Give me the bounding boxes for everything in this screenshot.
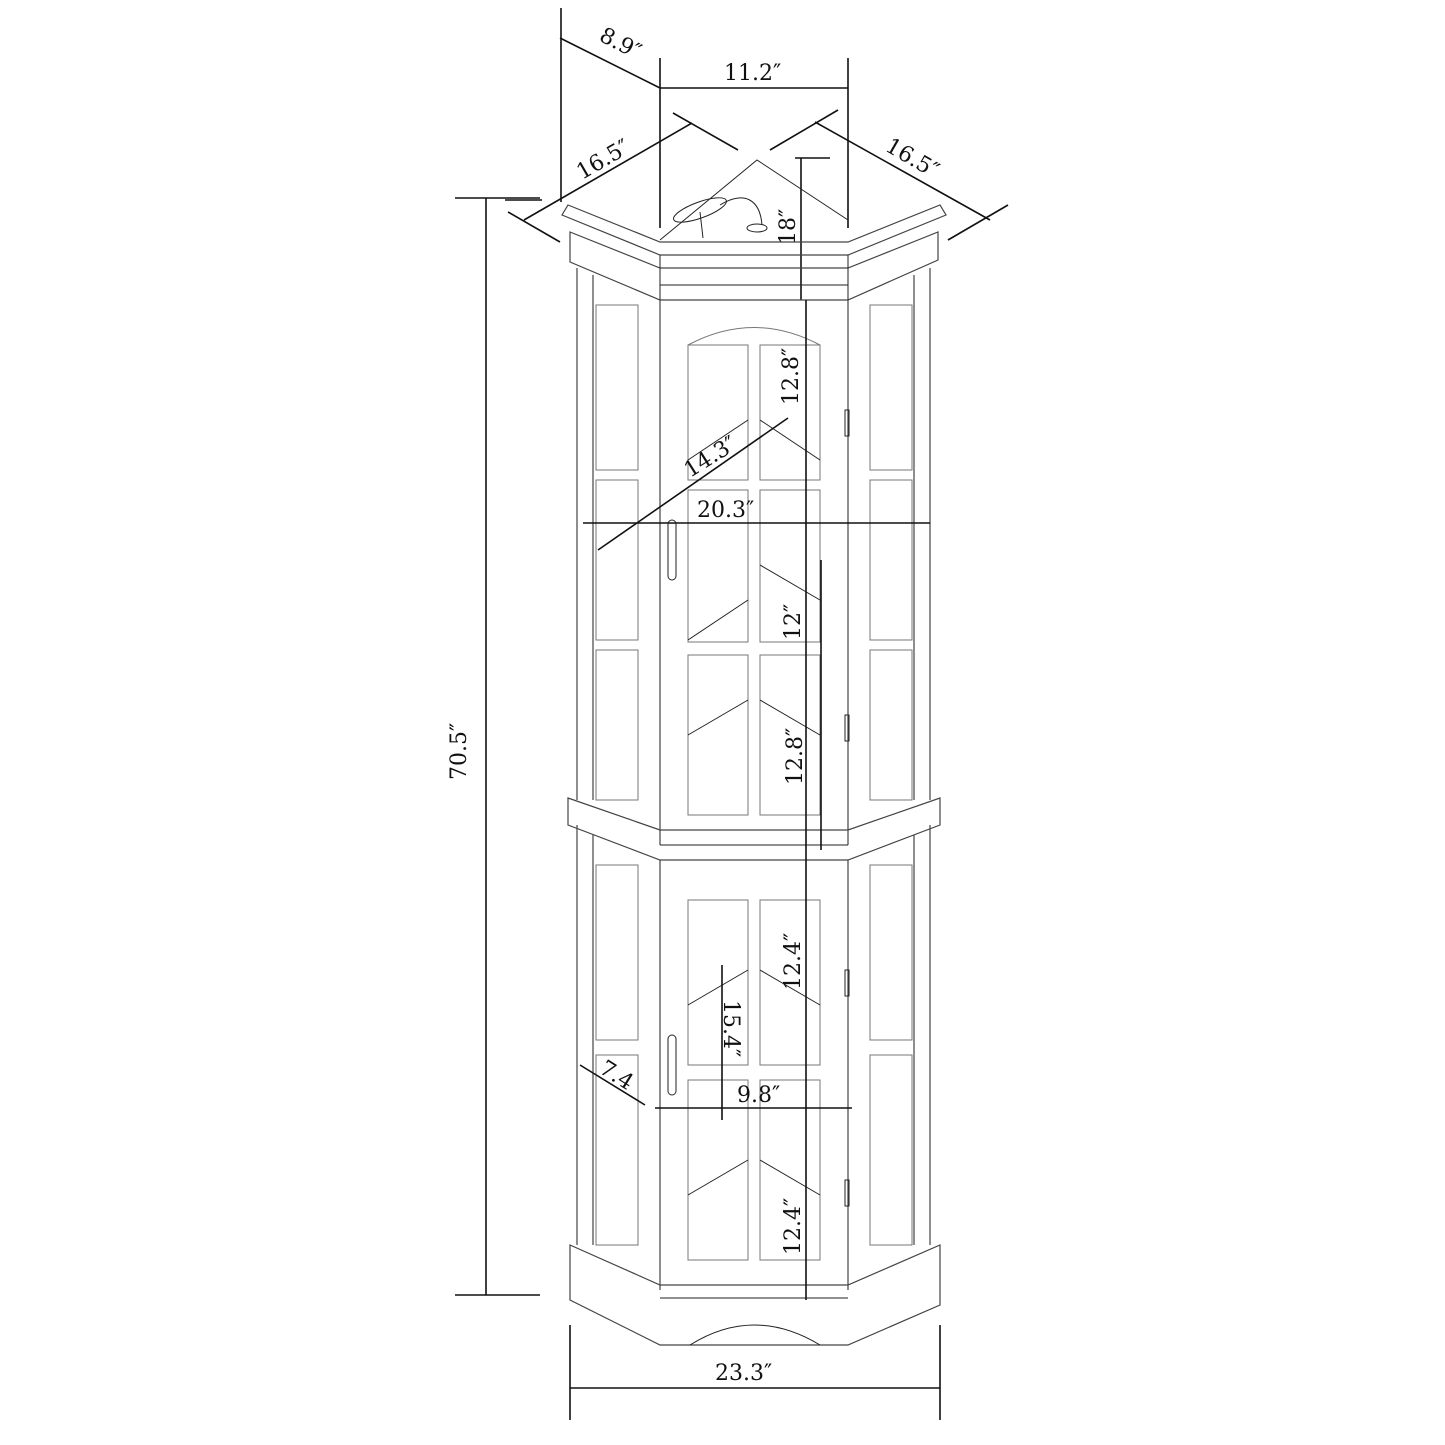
dim-lower-top-shelf-height: 12.4″ — [781, 933, 806, 990]
dim-lower-bottom-shelf-height: 12.4″ — [781, 1198, 806, 1255]
dim-lower-door-height: 15.4″ — [718, 1000, 743, 1057]
dim-upper-bottom-shelf-height: 12.8″ — [783, 728, 808, 785]
dim-base-width: 23.3″ — [715, 1361, 772, 1386]
dim-upper-middle-shelf-height: 12″ — [781, 604, 806, 640]
dim-top-left-side: 16.5″ — [573, 135, 635, 185]
dim-side-panel-width: 7.4 — [595, 1056, 638, 1096]
cabinet-top-crown — [561, 159, 947, 301]
dimension-lines — [455, 197, 941, 1420]
dim-total-height: 70.5″ — [447, 723, 472, 780]
cabinet-base — [569, 1244, 941, 1346]
dim-lower-door-width: 9.8″ — [737, 1083, 780, 1108]
dim-top-front-width: 11.2″ — [724, 61, 781, 86]
cabinet-upper-section — [576, 268, 931, 845]
dim-top-inner-depth: 18″ — [776, 209, 801, 245]
dim-shelf-diagonal: 14.3″ — [680, 432, 742, 484]
cabinet-lower-section — [576, 825, 931, 1290]
dim-upper-width: 20.3″ — [697, 498, 754, 523]
dim-upper-top-shelf-height: 12.8″ — [779, 348, 804, 405]
cabinet-middle-molding — [567, 797, 941, 861]
top-dimensions — [505, 8, 1009, 300]
